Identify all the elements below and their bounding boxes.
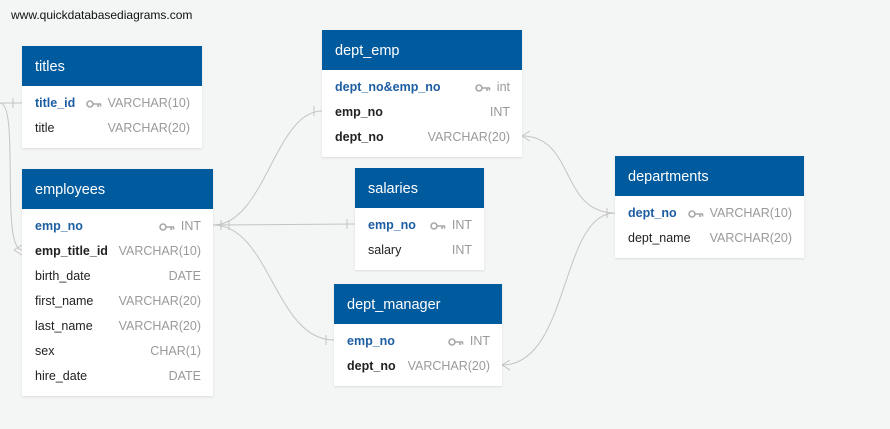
table-fields: emp_no INT dept_no VARCHAR(20) <box>334 324 502 386</box>
field-type-wrap: INT <box>159 214 201 239</box>
field-name: title <box>35 121 55 135</box>
field-row-dept-no[interactable]: dept_no VARCHAR(20) <box>322 125 522 150</box>
field-name: dept_no&emp_no <box>335 80 441 94</box>
field-name: dept_no <box>628 206 677 220</box>
field-row-first-name[interactable]: first_name VARCHAR(20) <box>22 289 213 314</box>
key-icon <box>85 99 101 108</box>
field-name: emp_no <box>335 105 383 119</box>
site-url-label: www.quickdatabasediagrams.com <box>11 8 193 22</box>
field-type: INT <box>489 105 510 119</box>
field-type-wrap: int <box>474 75 510 100</box>
field-type: VARCHAR(10) <box>118 244 201 258</box>
key-icon <box>474 83 491 92</box>
field-row-salary[interactable]: salary INT <box>355 238 484 263</box>
field-name: title_id <box>35 96 76 110</box>
field-type: INT <box>451 243 472 257</box>
field-type: VARCHAR(20) <box>118 319 201 333</box>
field-row-emp-no[interactable]: emp_no INT <box>334 329 502 354</box>
field-type: VARCHAR(20) <box>118 294 201 308</box>
field-name: first_name <box>35 294 94 308</box>
table-titles[interactable]: titles title_id VARCHAR(10) title VARCHAR(20… <box>22 46 202 148</box>
table-fields: title_id VARCHAR(10) title VARCHAR(20) <box>22 86 202 148</box>
field-name: dept_no <box>347 359 396 373</box>
table-fields: emp_no INT emp_title_id VARCHAR(10) birth_da… <box>22 209 213 396</box>
relationship-dept-emp-departments <box>521 130 616 218</box>
table-header-employees[interactable]: employees <box>22 169 213 209</box>
field-name: emp_no <box>347 334 395 348</box>
table-dept-manager[interactable]: dept_manager emp_no INT dept_no VARCHAR(20) <box>334 284 502 386</box>
key-icon <box>448 337 464 346</box>
field-row-emp-title-id[interactable]: emp_title_id VARCHAR(10) <box>22 239 213 264</box>
field-row-dept-no-emp-no[interactable]: dept_no&emp_no int <box>322 75 522 100</box>
field-type: VARCHAR(20) <box>709 231 792 245</box>
key-icon <box>159 222 175 231</box>
field-type: VARCHAR(10) <box>709 206 792 220</box>
field-name: emp_no <box>35 219 83 233</box>
field-type-wrap: VARCHAR(10) <box>687 201 792 226</box>
relationship-dept-manager-departments <box>501 212 616 371</box>
relationship-dept-manager-employees <box>212 224 335 345</box>
field-row-dept-name[interactable]: dept_name VARCHAR(20) <box>615 226 804 251</box>
field-type: VARCHAR(20) <box>407 359 490 373</box>
field-row-title[interactable]: title VARCHAR(20) <box>22 116 202 141</box>
field-row-emp-no[interactable]: emp_no INT <box>22 214 213 239</box>
table-header-salaries[interactable]: salaries <box>355 168 484 208</box>
field-row-dept-no[interactable]: dept_no VARCHAR(10) <box>615 201 804 226</box>
table-header-departments[interactable]: departments <box>615 156 804 196</box>
field-row-last-name[interactable]: last_name VARCHAR(20) <box>22 314 213 339</box>
field-type: VARCHAR(20) <box>427 130 510 144</box>
table-departments[interactable]: departments dept_no VARCHAR(10) dept_name VA… <box>615 156 804 258</box>
table-employees[interactable]: employees emp_no INT emp_title_id VARCHAR(10… <box>22 169 213 396</box>
field-name: birth_date <box>35 269 91 283</box>
field-row-birth-date[interactable]: birth_date DATE <box>22 264 213 289</box>
field-type: VARCHAR(20) <box>107 121 190 135</box>
table-header-titles[interactable]: titles <box>22 46 202 86</box>
field-name: dept_name <box>628 231 691 245</box>
field-row-dept-no[interactable]: dept_no VARCHAR(20) <box>334 354 502 379</box>
field-type: CHAR(1) <box>150 344 201 358</box>
field-type: INT <box>180 219 201 233</box>
field-type: INT <box>469 334 490 348</box>
field-type-wrap: INT <box>448 329 490 354</box>
table-fields: dept_no VARCHAR(10) dept_name VARCHAR(20) <box>615 196 804 258</box>
table-fields: dept_no&emp_no int emp_no INT dept_no VARCHAR… <box>322 70 522 157</box>
field-name: last_name <box>35 319 93 333</box>
field-name: hire_date <box>35 369 88 383</box>
table-header-dept-manager[interactable]: dept_manager <box>334 284 502 324</box>
key-icon <box>430 221 446 230</box>
field-type: int <box>496 80 510 94</box>
field-type-wrap: VARCHAR(10) <box>85 91 190 116</box>
relationship-salaries-employees <box>212 219 356 230</box>
field-row-sex[interactable]: sex CHAR(1) <box>22 339 213 364</box>
field-type: INT <box>451 218 472 232</box>
field-name: sex <box>35 344 55 358</box>
field-row-hire-date[interactable]: hire_date DATE <box>22 364 213 389</box>
table-header-dept-emp[interactable]: dept_emp <box>322 30 522 70</box>
field-row-emp-no[interactable]: emp_no INT <box>322 100 522 125</box>
key-icon <box>687 209 703 218</box>
relationship-employees-titles <box>0 98 23 256</box>
field-row-title-id[interactable]: title_id VARCHAR(10) <box>22 91 202 116</box>
field-row-emp-no[interactable]: emp_no INT <box>355 213 484 238</box>
relationship-dept-emp-employees <box>212 106 323 230</box>
field-type: DATE <box>168 269 201 283</box>
field-name: salary <box>368 243 402 257</box>
field-type-wrap: INT <box>430 213 472 238</box>
field-name: emp_title_id <box>35 244 108 258</box>
field-name: emp_no <box>368 218 416 232</box>
field-type: DATE <box>168 369 201 383</box>
field-type: VARCHAR(10) <box>107 96 190 110</box>
field-name: dept_no <box>335 130 384 144</box>
